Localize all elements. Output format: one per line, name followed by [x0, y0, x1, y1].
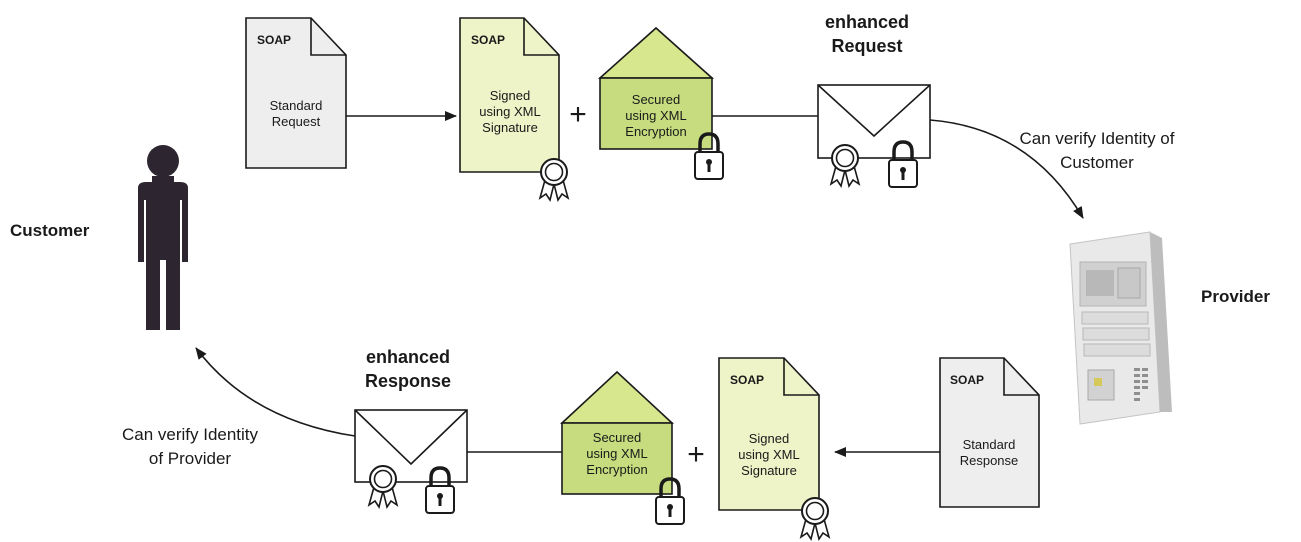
signature-seal-icon — [539, 158, 569, 201]
document-text-line: Signature — [482, 120, 538, 135]
document-text-line: Request — [272, 114, 321, 129]
soap-tag: SOAP — [257, 33, 291, 47]
plus-sign: + — [687, 438, 705, 471]
envelope-text-line: Secured — [632, 92, 680, 107]
encrypted-response-envelope: Secured using XML Encryption — [559, 370, 675, 495]
document-text-line: Standard — [963, 437, 1016, 452]
standard-request-document: SOAP Standard Request — [245, 17, 347, 169]
provider-server-icon — [1069, 231, 1172, 425]
envelope-text-line: Secured — [593, 430, 641, 445]
customer-label: Customer — [10, 221, 90, 240]
verify-customer-label: Customer — [1060, 153, 1134, 172]
response-delivery-arrow — [195, 347, 356, 437]
envelope-text-line: using XML — [586, 446, 647, 461]
enhanced-request-envelope — [817, 84, 931, 159]
signature-seal-icon — [830, 144, 860, 187]
soap-tag: SOAP — [730, 373, 764, 387]
soap-tag: SOAP — [471, 33, 505, 47]
document-text-line: Signature — [741, 463, 797, 478]
verify-customer-label: Can verify Identity of — [1020, 129, 1175, 148]
verify-provider-label: of Provider — [149, 449, 232, 468]
signed-request-document: SOAP Signed using XML Signature — [459, 17, 560, 173]
request-delivery-arrow — [929, 119, 1084, 219]
plus-sign: + — [569, 98, 587, 131]
signature-seal-icon — [368, 465, 398, 508]
document-text-line: using XML — [479, 104, 540, 119]
envelope-text-line: Encryption — [625, 124, 686, 139]
encrypted-request-envelope: Secured using XML Encryption — [597, 26, 715, 150]
verify-provider-label: Can verify Identity — [122, 425, 259, 444]
soap-tag: SOAP — [950, 373, 984, 387]
envelope-text-line: using XML — [625, 108, 686, 123]
signature-seal-icon — [800, 497, 830, 540]
document-text-line: Response — [960, 453, 1019, 468]
envelope-text-line: Encryption — [586, 462, 647, 477]
document-text-line: using XML — [738, 447, 799, 462]
provider-label: Provider — [1201, 287, 1270, 306]
enhanced-response-label: Response — [365, 371, 451, 391]
enhanced-request-label: Request — [831, 36, 902, 56]
signed-response-document: SOAP Signed using XML Signature — [718, 357, 820, 511]
standard-response-document: SOAP Standard Response — [939, 357, 1040, 508]
document-text-line: Standard — [270, 98, 323, 113]
customer-person-icon — [138, 145, 188, 330]
enhanced-request-label: enhanced — [825, 12, 909, 32]
document-text-line: Signed — [490, 88, 530, 103]
document-text-line: Signed — [749, 431, 789, 446]
enhanced-response-label: enhanced — [366, 347, 450, 367]
